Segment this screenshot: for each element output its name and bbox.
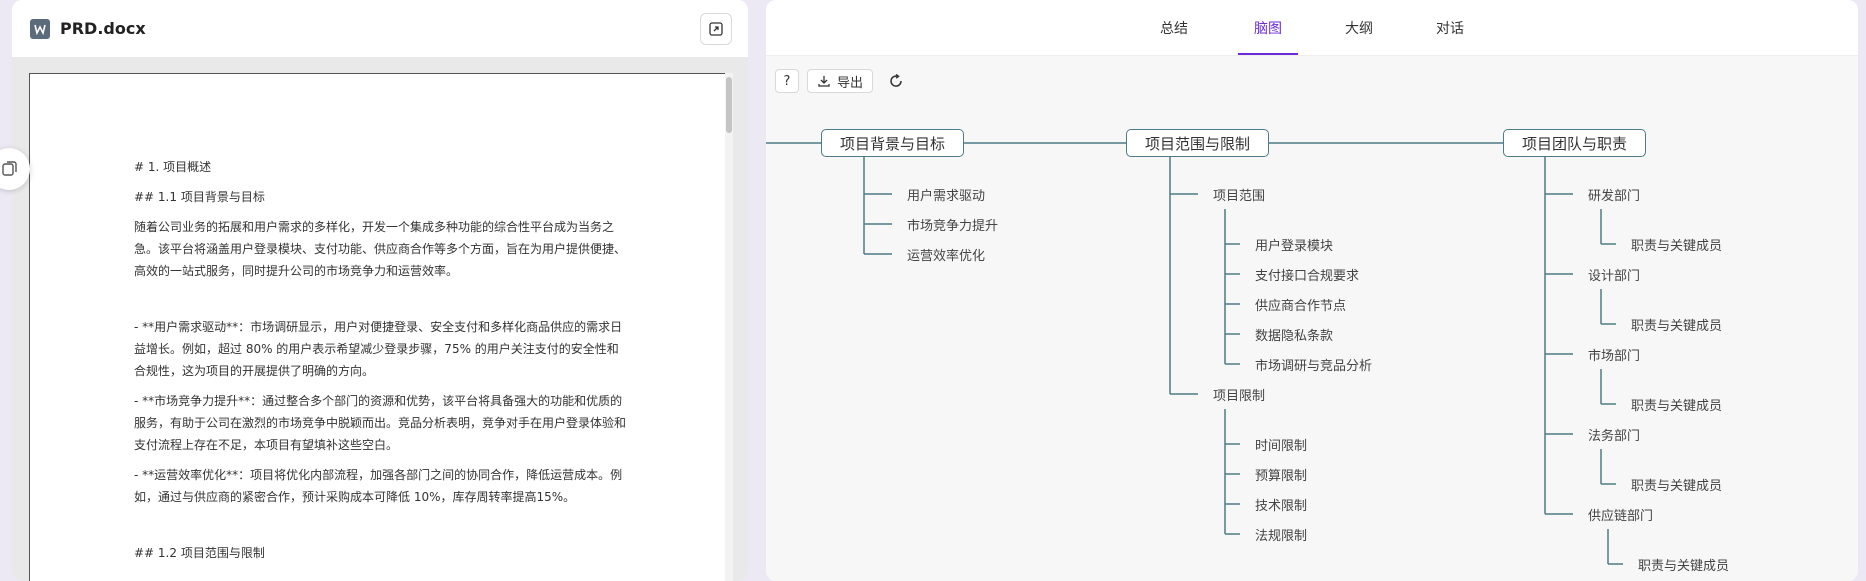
refresh-icon [890, 73, 902, 87]
download-icon [818, 76, 830, 87]
active-tab-indicator [1238, 53, 1298, 55]
mindmap-leaf[interactable]: 技术限制 [1255, 499, 1308, 514]
copy-hand-icon [2, 161, 17, 176]
export-button[interactable]: 导出 [807, 69, 873, 93]
mindmap-connectors [766, 142, 1623, 565]
mindmap-leaf[interactable]: 数据隐私条款 [1255, 329, 1334, 344]
mindmap-leaf[interactable]: 市场竞争力提升 [907, 219, 999, 234]
export-label: 导出 [836, 75, 863, 91]
tab-outline[interactable]: 大纲 [1345, 21, 1373, 37]
mindmap-leaf[interactable]: 预算限制 [1255, 469, 1308, 484]
mindmap-leaf[interactable]: 职责与关键成员 [1631, 479, 1723, 494]
mindmap-leaf[interactable]: 法规限制 [1255, 529, 1308, 544]
mindmap-panel: 总结 脑图 大纲 对话 ? 导出 [766, 0, 1858, 581]
mindmap-node-scope[interactable]: 项目范围与限制 [1126, 129, 1269, 157]
help-button[interactable]: ? [775, 69, 799, 93]
expand-button[interactable] [700, 13, 732, 45]
tab-chat[interactable]: 对话 [1436, 21, 1464, 37]
mindmap-leaf[interactable]: 用户需求驱动 [907, 189, 986, 204]
tab-summary[interactable]: 总结 [1160, 21, 1188, 37]
word-file-icon [30, 18, 50, 39]
mindmap-node-background[interactable]: 项目背景与目标 [821, 129, 964, 157]
paragraph: 随着公司业务的拓展和用户需求的多样化，开发一个集成多种功能的综合性平台成为当务之… [134, 220, 627, 278]
mindmap-leaf[interactable]: 职责与关键成员 [1631, 239, 1723, 254]
heading-1-2: ## 1.2 项目范围与限制 [134, 546, 265, 560]
bullet-paragraph: - **运营效率优化**：项目将优化内部流程，加强各部门之间的协同合作，降低运营… [134, 468, 623, 504]
mindmap-canvas[interactable]: 项目背景与目标 项目范围与限制 项目团队与职责 用户需求驱动 市场竞争力提升 运… [766, 0, 1858, 581]
heading-1-1: ## 1.1 项目背景与目标 [134, 190, 265, 204]
mindmap-subnode[interactable]: 研发部门 [1588, 189, 1641, 204]
mindmap-subnode[interactable]: 法务部门 [1588, 429, 1641, 444]
expand-icon [709, 22, 723, 36]
mindmap-leaf[interactable]: 职责与关键成员 [1631, 319, 1723, 334]
document-filename: PRD.docx [60, 19, 146, 38]
mindmap-leaf[interactable]: 职责与关键成员 [1631, 399, 1723, 414]
document-content: # 1. 项目概述 ## 1.1 项目背景与目标 随着公司业务的拓展和用户需求的… [134, 156, 626, 572]
mindmap-leaf[interactable]: 职责与关键成员 [1638, 559, 1730, 574]
document-header: PRD.docx [12, 0, 748, 57]
view-tabs: 总结 脑图 大纲 对话 [766, 0, 1858, 56]
mindmap-leaf[interactable]: 市场调研与竞品分析 [1255, 359, 1373, 374]
mindmap-subnode[interactable]: 设计部门 [1588, 269, 1641, 284]
mindmap-subnode[interactable]: 供应链部门 [1588, 509, 1654, 524]
mindmap-subnode[interactable]: 项目限制 [1213, 389, 1266, 404]
mindmap-node-team[interactable]: 项目团队与职责 [1503, 129, 1646, 157]
mindmap-leaf[interactable]: 时间限制 [1255, 439, 1308, 454]
document-scrollbar[interactable] [725, 73, 733, 581]
document-viewer[interactable]: # 1. 项目概述 ## 1.1 项目背景与目标 随着公司业务的拓展和用户需求的… [12, 57, 748, 581]
document-page: # 1. 项目概述 ## 1.1 项目背景与目标 随着公司业务的拓展和用户需求的… [29, 73, 726, 581]
mindmap-leaf[interactable]: 运营效率优化 [907, 249, 986, 264]
refresh-button[interactable] [888, 73, 904, 89]
bullet-paragraph: - **市场竞争力提升**：通过整合多个部门的资源和优势，该平台将具备强大的功能… [134, 394, 627, 452]
mindmap-leaf[interactable]: 供应商合作节点 [1255, 299, 1347, 314]
tab-mindmap[interactable]: 脑图 [1254, 21, 1282, 37]
mindmap-subnode[interactable]: 市场部门 [1588, 349, 1641, 364]
bullet-paragraph: - **用户需求驱动**：市场调研显示，用户对便捷登录、安全支付和多样化商品供应… [134, 320, 623, 378]
document-panel: PRD.docx # 1. 项目概述 ## 1.1 项目背景与目标 随着公司业务… [12, 0, 748, 581]
mindmap-leaf[interactable]: 用户登录模块 [1255, 239, 1334, 254]
scroll-thumb[interactable] [726, 77, 732, 133]
mindmap-subnode[interactable]: 项目范围 [1213, 189, 1266, 204]
heading-1: # 1. 项目概述 [134, 160, 212, 174]
mindmap-leaf[interactable]: 支付接口合规要求 [1255, 269, 1360, 284]
